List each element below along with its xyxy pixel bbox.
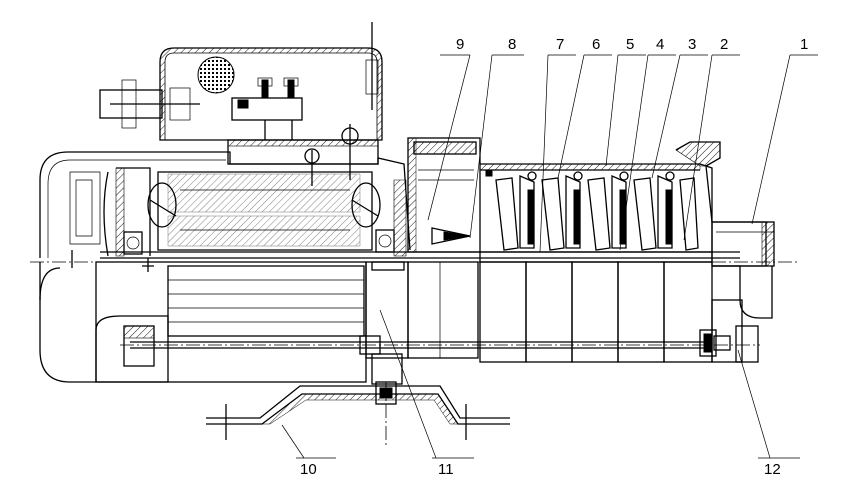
callout-12: 12 — [764, 461, 781, 478]
impellers — [485, 169, 699, 251]
callout-10: 10 — [300, 461, 317, 478]
callout-8: 8 — [508, 36, 516, 53]
motor-housing — [39, 151, 411, 383]
callout-5: 5 — [626, 36, 634, 53]
vent-grille-icon — [197, 56, 235, 94]
callout-6: 6 — [592, 36, 600, 53]
callout-4: 4 — [656, 36, 664, 53]
terminal-box — [99, 22, 383, 141]
pump-bracket — [407, 137, 481, 359]
callout-leaders — [281, 54, 818, 459]
callout-labels: 9 8 7 6 5 4 3 2 1 10 11 12 — [300, 36, 808, 478]
callout-2: 2 — [720, 36, 728, 53]
callout-11: 11 — [438, 461, 454, 478]
callout-7: 7 — [556, 36, 564, 53]
callout-3: 3 — [688, 36, 696, 53]
motor-foot — [206, 353, 510, 446]
discharge-head — [675, 141, 775, 363]
motor-exterior — [39, 261, 409, 383]
callout-9: 9 — [456, 36, 464, 53]
pump-stages — [479, 163, 713, 363]
callout-1: 1 — [800, 36, 808, 53]
